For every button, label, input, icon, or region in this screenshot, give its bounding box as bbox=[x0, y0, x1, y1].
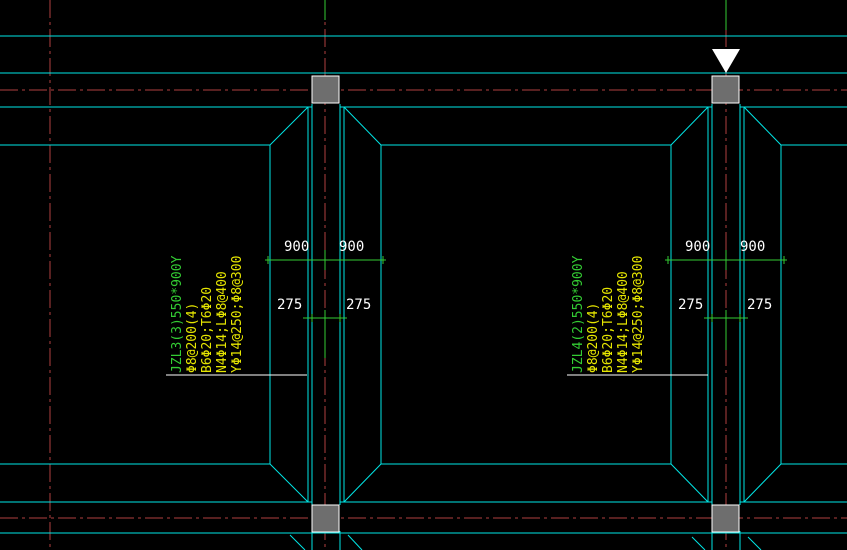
beam-name: JZL4(2)550*900Y bbox=[571, 255, 586, 373]
slab-right-inner bbox=[780, 144, 847, 465]
beam-haunch-bars: YΦ14@250;Φ8@300 bbox=[230, 256, 245, 373]
beam-haunch-bars: YΦ14@250;Φ8@300 bbox=[631, 256, 646, 373]
slab-bottom-chamfer2 bbox=[347, 534, 363, 550]
slab-bottom-chamfer3 bbox=[691, 536, 706, 550]
dim-right-inner: 275 bbox=[747, 297, 772, 313]
slab-right-chamfer-bot bbox=[743, 463, 782, 503]
slab-mid-inner bbox=[380, 144, 672, 465]
beam-side-bars: N4Φ14;LΦ8@400 bbox=[215, 271, 230, 373]
slab-mid-chamfer-bl bbox=[343, 463, 382, 503]
dim-right-outer: 900 bbox=[740, 239, 765, 255]
slab-bottom-chamfer4 bbox=[747, 536, 762, 550]
beam-outlines bbox=[0, 35, 847, 550]
slab-left-chamfer-top bbox=[269, 106, 309, 146]
beam-long-bars: B6Φ20;T6Φ20 bbox=[200, 287, 215, 373]
slab-mid-chamfer-tr bbox=[670, 106, 709, 146]
slab-left-chamfer-bot bbox=[269, 463, 309, 503]
slab-mid-chamfer-br bbox=[670, 463, 709, 503]
column-top-mid[interactable] bbox=[311, 75, 340, 104]
columns bbox=[311, 75, 740, 533]
slab-bottom-chamfer1 bbox=[289, 534, 306, 550]
slab-mid-outer bbox=[343, 106, 709, 503]
slab-left-inner bbox=[0, 144, 271, 465]
dimension-lines bbox=[665, 250, 787, 350]
dim-left-inner: 275 bbox=[277, 297, 302, 313]
dim-left-outer: 900 bbox=[284, 239, 309, 255]
dim-left-inner: 275 bbox=[678, 297, 703, 313]
column-bottom-right[interactable] bbox=[711, 504, 740, 533]
slab-right-chamfer-top bbox=[743, 106, 782, 146]
beam-name: JZL3(3)550*900Y bbox=[170, 255, 185, 373]
beam-annotation-jzl4[interactable]: 900 900 275 275 JZL4(2)550*900Y Φ8@200(4… bbox=[567, 239, 787, 376]
dimension-lines bbox=[265, 250, 386, 358]
annotation-text-block: JZL4(2)550*900Y Φ8@200(4) B6Φ20;T6Φ20 N4… bbox=[571, 255, 646, 373]
beam-stirrup: Φ8@200(4) bbox=[586, 303, 601, 373]
column-bottom-mid[interactable] bbox=[311, 504, 340, 533]
beam-side-bars: N4Φ14;LΦ8@400 bbox=[616, 271, 631, 373]
annotation-text-block: JZL3(3)550*900Y Φ8@200(4) B6Φ20;T6Φ20 N4… bbox=[170, 255, 245, 373]
slab-right-outer bbox=[743, 106, 847, 503]
slab-left-outer bbox=[0, 106, 309, 503]
beam-annotation-jzl3[interactable]: 900 900 275 275 JZL3(3)550*900Y Φ8@200(4… bbox=[166, 239, 386, 376]
dim-right-inner: 275 bbox=[346, 297, 371, 313]
axis-stubs bbox=[324, 0, 727, 30]
column-top-right[interactable] bbox=[711, 75, 740, 104]
dim-right-outer: 900 bbox=[339, 239, 364, 255]
triangle-down-icon[interactable] bbox=[712, 49, 740, 73]
beam-long-bars: B6Φ20;T6Φ20 bbox=[601, 287, 616, 373]
beam-stirrup: Φ8@200(4) bbox=[185, 303, 200, 373]
slab-mid-chamfer-tl bbox=[343, 106, 382, 146]
dim-left-outer: 900 bbox=[685, 239, 710, 255]
